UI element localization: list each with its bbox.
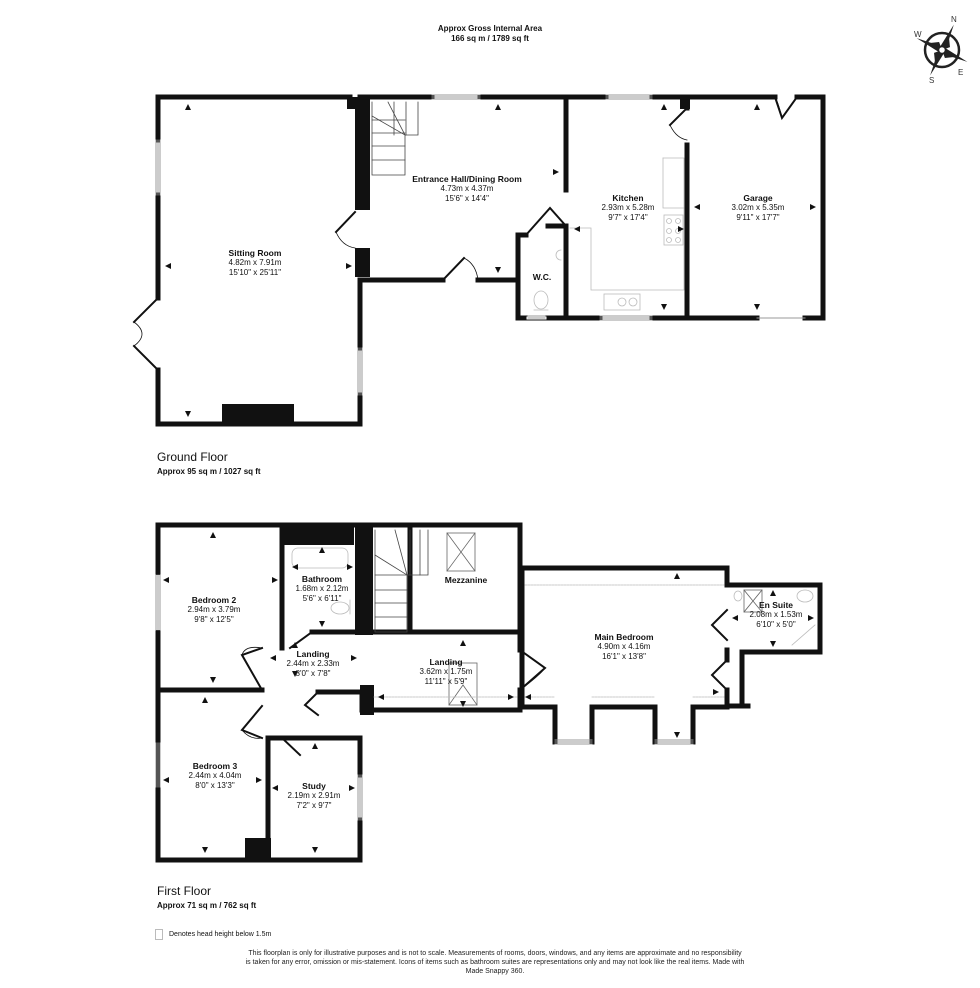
- room-label-study: Study 2.19m x 2.91m 7'2" x 9'7": [287, 781, 341, 810]
- room-label-bathroom: Bathroom 1.68m x 2.12m 5'6" x 6'11": [295, 574, 349, 603]
- gross-area-header: Approx Gross Internal Area 166 sq m / 17…: [0, 24, 980, 44]
- svg-text:N: N: [951, 15, 957, 24]
- ground-floor-area: Approx 95 sq m / 1027 sq ft: [157, 467, 261, 476]
- svg-text:E: E: [958, 68, 963, 77]
- room-label-wc: W.C.: [532, 272, 552, 282]
- legend: Denotes head height below 1.5m: [155, 929, 271, 940]
- room-label-main-bedroom: Main Bedroom 4.90m x 4.16m 16'1" x 13'8": [594, 632, 654, 661]
- room-label-landing-small: Landing 2.44m x 2.33m 8'0" x 7'8": [286, 649, 340, 678]
- room-label-mezzanine: Mezzanine: [444, 575, 488, 585]
- room-label-entrance-hall-dining-room: Entrance Hall/Dining Room 4.73m x 4.37m …: [412, 174, 522, 203]
- first-floor-area: Approx 71 sq m / 762 sq ft: [157, 901, 257, 910]
- room-label-kitchen: Kitchen 2.93m x 5.28m 9'7" x 17'4": [601, 193, 655, 222]
- disclaimer-text: This floorplan is only for illustrative …: [245, 950, 745, 975]
- ground-floor-title: Ground Floor: [157, 450, 228, 464]
- svg-text:S: S: [929, 76, 934, 85]
- room-label-sitting-room: Sitting Room 4.82m x 7.91m 15'10" x 25'1…: [228, 248, 282, 277]
- first-floor-plan: [155, 522, 823, 863]
- legend-text: Denotes head height below 1.5m: [169, 931, 272, 938]
- low-headroom-swatch-icon: [155, 929, 163, 940]
- first-floor-caption: First Floor Approx 71 sq m / 762 sq ft: [157, 884, 256, 910]
- first-floor-title: First Floor: [157, 884, 211, 898]
- compass-rose-icon: N W E S: [914, 15, 968, 85]
- room-label-bedroom-3: Bedroom 3 2.44m x 4.04m 8'0" x 13'3": [188, 761, 242, 790]
- ground-floor-caption: Ground Floor Approx 95 sq m / 1027 sq ft: [157, 450, 261, 476]
- ground-floor-plan: [155, 94, 826, 427]
- gross-area-value: 166 sq m / 1789 sq ft: [451, 34, 529, 43]
- room-label-landing-large: Landing 3.62m x 1.75m 11'11" x 5'9": [419, 657, 473, 686]
- room-label-garage: Garage 3.02m x 5.35m 9'11" x 17'7": [731, 193, 785, 222]
- room-label-en-suite: En Suite 2.08m x 1.53m 6'10" x 5'0": [749, 600, 803, 629]
- svg-text:W: W: [914, 30, 922, 39]
- room-label-bedroom-2: Bedroom 2 2.94m x 3.79m 9'8" x 12'5": [187, 595, 241, 624]
- gross-area-title: Approx Gross Internal Area: [437, 24, 543, 33]
